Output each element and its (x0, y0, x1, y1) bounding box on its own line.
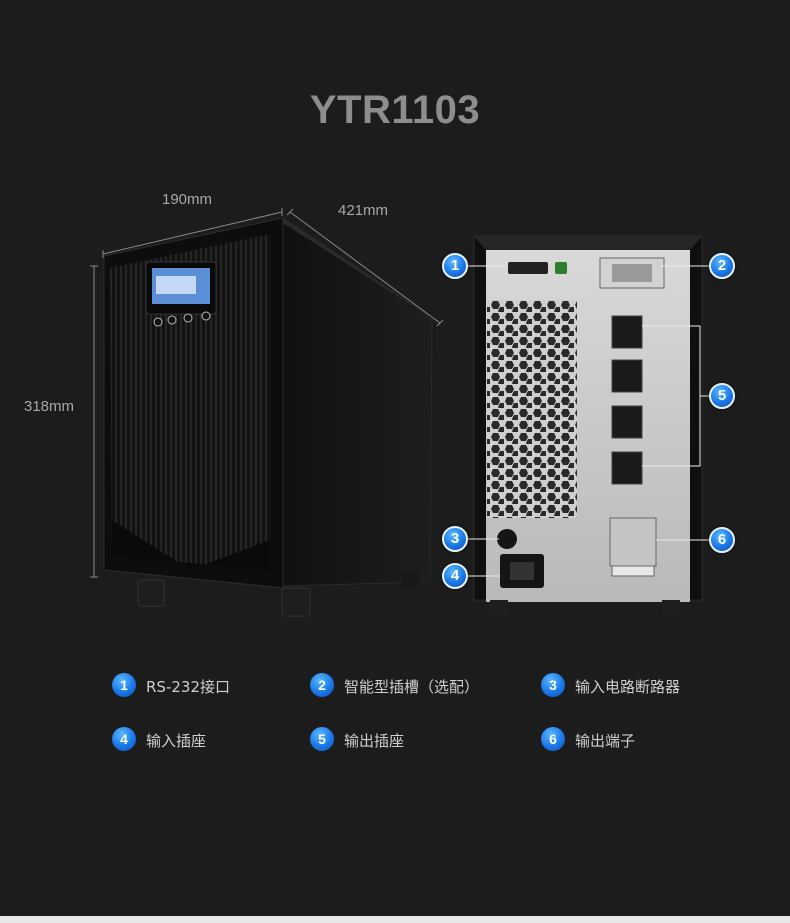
legend-badge-3: 3 (541, 673, 565, 697)
ups-front-view (103, 217, 433, 617)
width-label: 190mm (162, 191, 213, 208)
legend-badge-2: 2 (310, 673, 334, 697)
legend-text-2: 智能型插槽（选配） (344, 678, 480, 696)
dimension-lines (90, 208, 444, 578)
legend-text-4: 输入插座 (146, 732, 207, 750)
callout-badge-6: 6 (709, 527, 735, 553)
ups-rear-view (473, 235, 703, 616)
callout-badge-4: 4 (442, 563, 468, 589)
callout-badge-3: 3 (442, 526, 468, 552)
product-title: YTR1103 (309, 88, 481, 132)
callout-badge-1: 1 (442, 253, 468, 279)
callout-lines (468, 265, 709, 577)
legend-badge-5: 5 (310, 727, 334, 751)
legend-text-1: RS-232接口 (146, 678, 230, 696)
legend-badge-4: 4 (112, 727, 136, 751)
legend-text-3: 输入电路断路器 (575, 678, 681, 696)
depth-label: 421mm (338, 202, 389, 219)
height-label: 318mm (24, 398, 75, 415)
legend-text-6: 输出端子 (575, 732, 636, 750)
legend-badge-6: 6 (541, 727, 565, 751)
legend-badge-1: 1 (112, 673, 136, 697)
legend-text-5: 输出插座 (344, 732, 405, 750)
callout-badge-2: 2 (709, 253, 735, 279)
bottom-strip (0, 916, 790, 923)
callout-badge-5: 5 (709, 383, 735, 409)
